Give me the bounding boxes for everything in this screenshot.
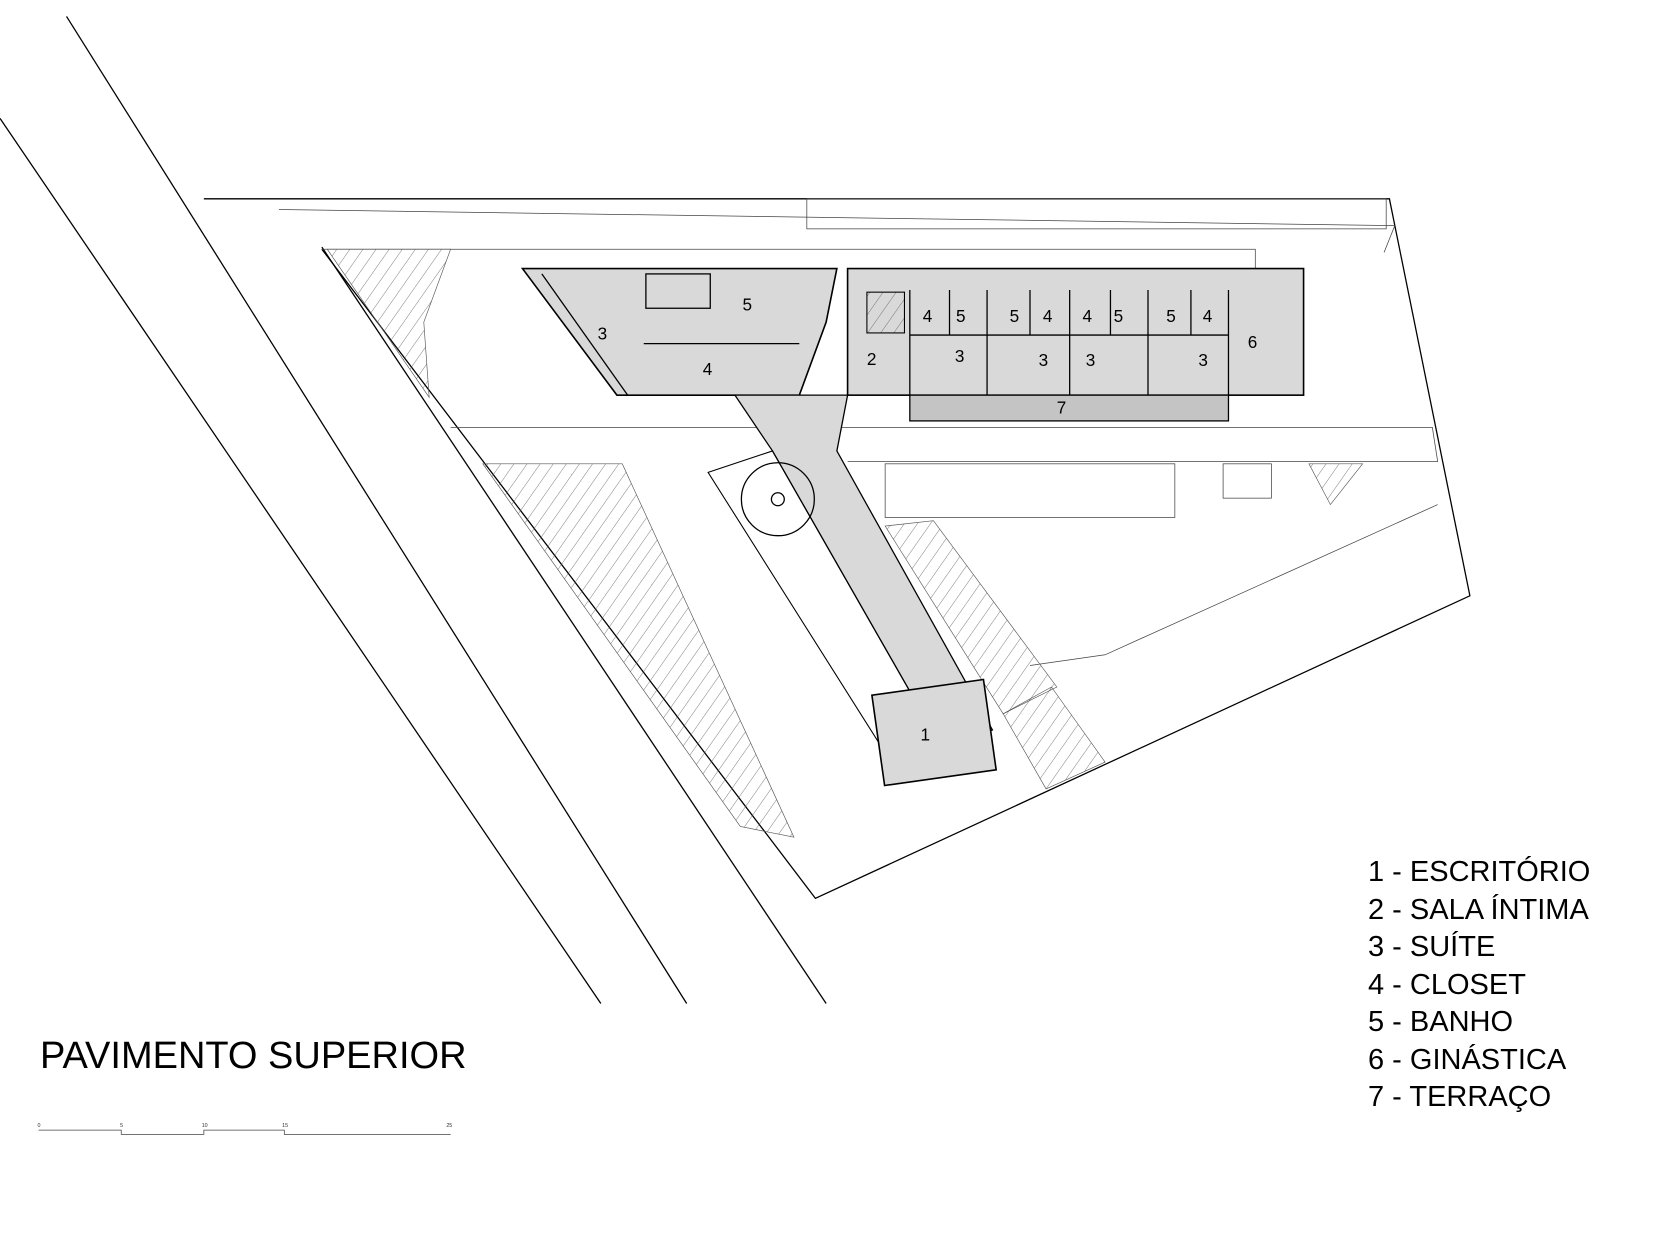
wall-line (450, 426, 1439, 462)
room-label-closet: 4 (1043, 306, 1053, 326)
legend-item: 5 - BANHO (1368, 1006, 1514, 1038)
legend-item: 4 - CLOSET (1368, 968, 1526, 1001)
pool (884, 463, 1176, 518)
room-label-bath: 5 (1010, 306, 1020, 326)
room-label-bath: 5 (956, 306, 966, 326)
scale-bar: 0 5 10 15 25 (38, 1123, 452, 1135)
street-line (65, 16, 688, 1004)
east-wing (846, 267, 1305, 396)
legend-item: 7 - TERRAÇO (1368, 1081, 1552, 1113)
terrace-area (909, 394, 1230, 422)
scale-tick-label: 10 (202, 1123, 208, 1129)
legend-item: 1 - ESCRITÓRIO (1368, 856, 1591, 888)
room-label-suite: 3 (1198, 350, 1208, 370)
room-legend: 1 - ESCRITÓRIO 2 - SALA ÍNTIMA 3 - SUÍTE… (1368, 858, 1590, 1121)
drawing-title: PAVIMENTO SUPERIOR (40, 1035, 467, 1077)
site-inner-line (278, 209, 1396, 253)
room-label-suite: 3 (1086, 350, 1096, 370)
stair (866, 291, 905, 334)
room-label-office: 1 (921, 725, 931, 745)
room-label-suite: 3 (955, 346, 965, 366)
room-label-living: 2 (867, 349, 877, 369)
west-wing (520, 267, 838, 396)
room-label-closet: 4 (1203, 306, 1213, 326)
room-label-gym: 6 (1248, 332, 1258, 352)
room-label-closet: 4 (1083, 306, 1093, 326)
hatched-area (482, 463, 795, 838)
scale-tick-label: 25 (446, 1123, 452, 1129)
legend-item: 3 - SUÍTE (1368, 931, 1496, 963)
spiral-stair (740, 462, 815, 537)
legend-item: 6 - GINÁSTICA (1368, 1043, 1567, 1076)
wall-line (321, 248, 1256, 269)
wall-line (1029, 504, 1438, 666)
legend-item: 2 - SALA ÍNTIMA (1368, 893, 1589, 926)
hatched-area (1002, 686, 1106, 790)
room-label-suite: 3 (598, 323, 608, 343)
room-label-suite: 3 (1039, 350, 1049, 370)
scale-tick-label: 15 (282, 1123, 288, 1129)
hatched-area (1308, 463, 1364, 506)
room-label-bath: 5 (1114, 306, 1124, 326)
pool-equipment (1222, 463, 1272, 499)
room-label-bath: 5 (742, 294, 752, 314)
room-label-terrace: 7 (1057, 397, 1067, 417)
site-line (321, 246, 827, 1004)
office-room (870, 678, 998, 787)
scale-tick-label: 5 (120, 1123, 123, 1129)
street-line (0, 117, 602, 1004)
room-label-bath: 5 (1166, 306, 1176, 326)
hatched-area (326, 248, 452, 399)
spiral-stair-core (770, 492, 785, 507)
roof-edge (806, 198, 1387, 230)
room-label-closet: 4 (703, 359, 713, 379)
partitions (541, 273, 1230, 396)
hatched-area (884, 520, 1058, 715)
room-label-closet: 4 (923, 306, 933, 326)
scale-tick-label: 0 (38, 1123, 41, 1129)
